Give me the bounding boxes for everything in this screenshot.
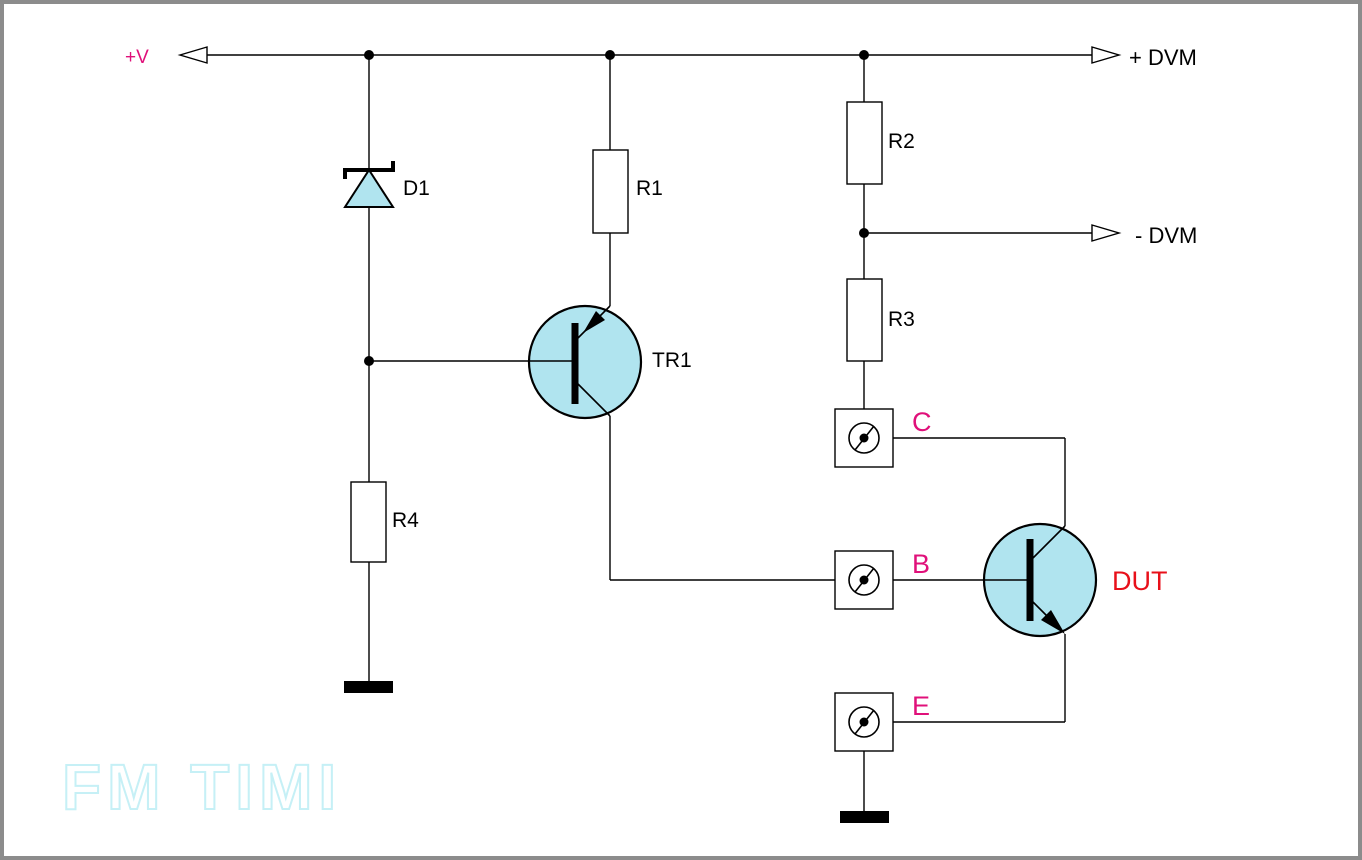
tr1-branch [527,55,835,581]
dvm-plus-arrow [1091,46,1122,64]
dvm-plus-label: + DVM [1129,45,1197,70]
r3-label: R3 [888,308,915,331]
measure-branch [846,55,1122,409]
emitter-arrow [583,311,605,333]
dut-wiring [893,437,1066,723]
terminal-e-label: E [912,691,930,721]
tr1-label: TR1 [652,349,692,372]
r4-label: R4 [392,509,419,532]
terminal-e [834,692,894,752]
resistor-r2 [846,101,883,185]
supply-label: +V [125,47,149,68]
zener-branch [343,55,529,693]
resistor-r1 [592,149,629,234]
r1-label: R1 [636,177,663,200]
ground-symbol [840,811,889,823]
dvm-minus-label: - DVM [1135,223,1197,248]
terminal-c-label: C [912,407,932,437]
d1-label: D1 [403,177,430,200]
emitter-arrow [1041,610,1065,634]
zener-diode-d1 [343,161,395,208]
transistor-tr1 [527,304,643,420]
terminal-b [834,550,894,610]
dvm-minus-arrow [1091,224,1122,242]
resistor-r4 [350,481,387,563]
r2-label: R2 [888,130,915,153]
terminal-c [834,408,894,468]
ground-symbol [344,681,393,693]
supply-arrow [177,46,208,64]
transistor-dut [982,522,1098,638]
terminal-b-label: B [912,549,930,579]
supply-rail [177,46,1122,64]
resistor-r3 [846,278,883,362]
watermark: FM TIMI [62,751,342,823]
dut-label: DUT [1112,566,1168,596]
